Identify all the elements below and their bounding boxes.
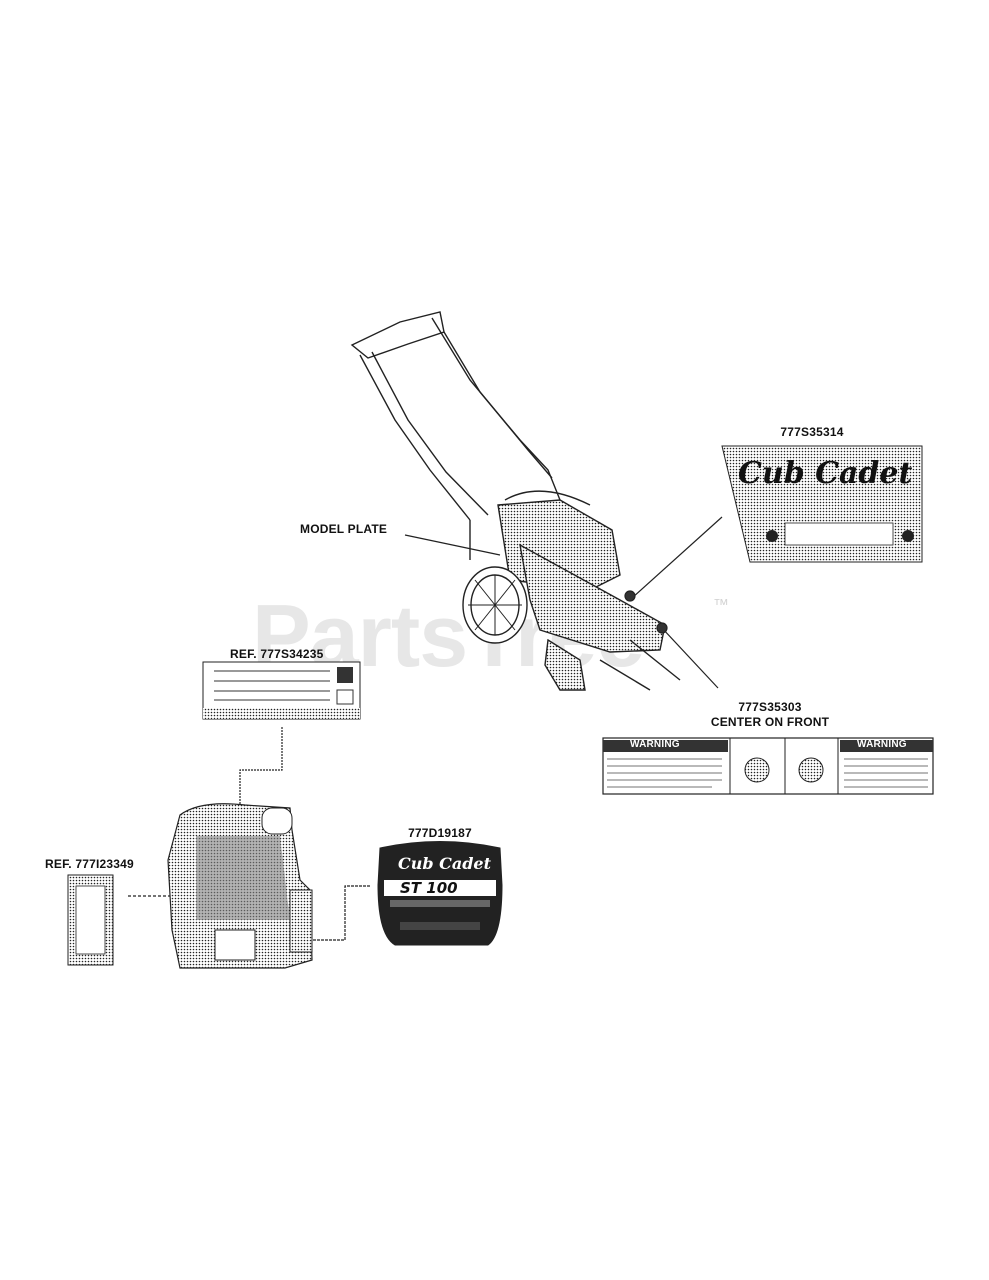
part-number-777s34235: REF. 777S34235: [230, 647, 324, 661]
decal-777s34235: [202, 661, 361, 720]
brand-logo-777s35314: Cub Cadet: [738, 456, 913, 491]
warning-text-left: WARNING: [630, 739, 680, 750]
leader-lines: [128, 516, 723, 941]
decal-777s35303: [602, 737, 934, 795]
part-number-777s35303: 777S35303: [738, 700, 802, 714]
part-number-777i23349: REF. 777I23349: [45, 857, 134, 871]
watermark-trademark: ™: [713, 597, 729, 614]
part-number-777s35314: 777S35314: [780, 425, 844, 439]
model-plate-label: MODEL PLATE: [300, 522, 388, 536]
engine-illustration: [167, 803, 313, 969]
model-badge: ST 100: [400, 879, 458, 897]
decal-777i23349: [67, 874, 114, 966]
center-on-front-note: CENTER ON FRONT: [710, 715, 830, 729]
part-number-777d19187: 777D19187: [408, 826, 472, 840]
warning-text-right: WARNING: [857, 739, 907, 750]
trimmer-illustration: [350, 311, 681, 691]
decal-777d19187: [377, 841, 503, 946]
brand-logo-777d19187: Cub Cadet: [398, 854, 491, 873]
decal-777s35314: [721, 445, 923, 563]
